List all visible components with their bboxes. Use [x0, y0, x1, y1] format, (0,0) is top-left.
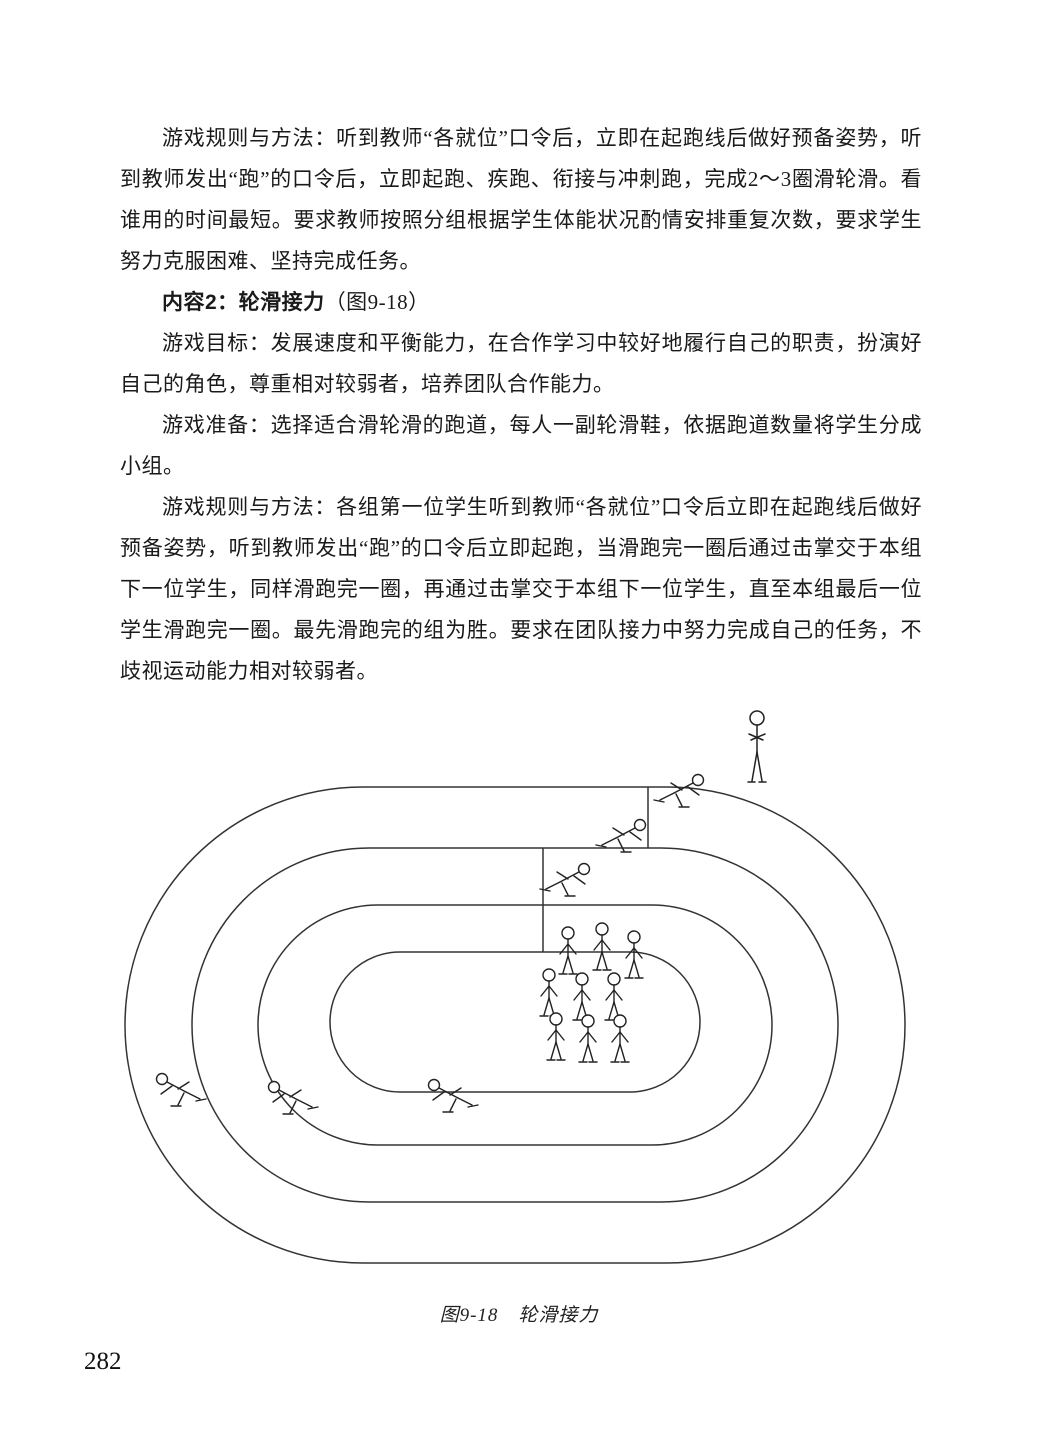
skater-skating-figure: [155, 1072, 207, 1107]
skater-standing-figure: [624, 930, 644, 979]
track-oval-outer: [124, 786, 906, 1264]
skater-skating-figure: [427, 1078, 479, 1113]
skater-standing-figure: [604, 972, 624, 1021]
paragraph-rules-2: 游戏规则与方法：各组第一位学生听到教师“各就位”口令后立即在起跑线后做好预备姿势…: [120, 495, 922, 683]
section-heading: 内容2：轮滑接力（图9-18）: [120, 282, 922, 323]
skater-standing-figure: [558, 926, 578, 975]
skater-standing-figure: [610, 1014, 630, 1063]
track-oval-3: [257, 904, 773, 1146]
skater-skating-figure: [654, 775, 704, 808]
skater-standing-figure: [546, 1012, 566, 1061]
paragraph-rules-1: 游戏规则与方法：听到教师“各就位”口令后，立即在起跑线后做好预备姿势，听到教师发…: [120, 126, 922, 273]
section-heading-title: 内容2：轮滑接力: [162, 291, 325, 314]
teacher-figure: [747, 710, 767, 783]
paragraph-preparation: 游戏准备：选择适合滑轮滑的跑道，每人一副轮滑鞋，依据跑道数量将学生分成小组。: [120, 413, 922, 478]
skater-skating-figure: [596, 820, 646, 853]
page-number: 282: [84, 1348, 122, 1375]
track-oval-inner: [329, 951, 701, 1093]
figure-caption: 图9-18 轮滑接力: [439, 1305, 599, 1326]
track-lanes: [124, 786, 906, 1264]
track-figure-svg: [124, 710, 906, 1264]
text-block: 游戏规则与方法：听到教师“各就位”口令后，立即在起跑线后做好预备姿势，听到教师发…: [120, 118, 922, 692]
figure-track-diagram: [0, 675, 1038, 1295]
skater-standing-figure: [592, 922, 612, 971]
skater-standing-figure: [539, 968, 559, 1017]
paragraph-goal: 游戏目标：发展速度和平衡能力，在合作学习中较好地履行自己的职责，扮演好自己的角色…: [120, 331, 922, 396]
people: [155, 710, 767, 1115]
track-oval-2: [191, 847, 839, 1203]
skater-standing-figure: [572, 972, 592, 1021]
skater-skating-figure: [540, 864, 590, 897]
section-heading-figure-ref: （图9-18）: [324, 290, 430, 314]
skater-standing-figure: [578, 1014, 598, 1063]
